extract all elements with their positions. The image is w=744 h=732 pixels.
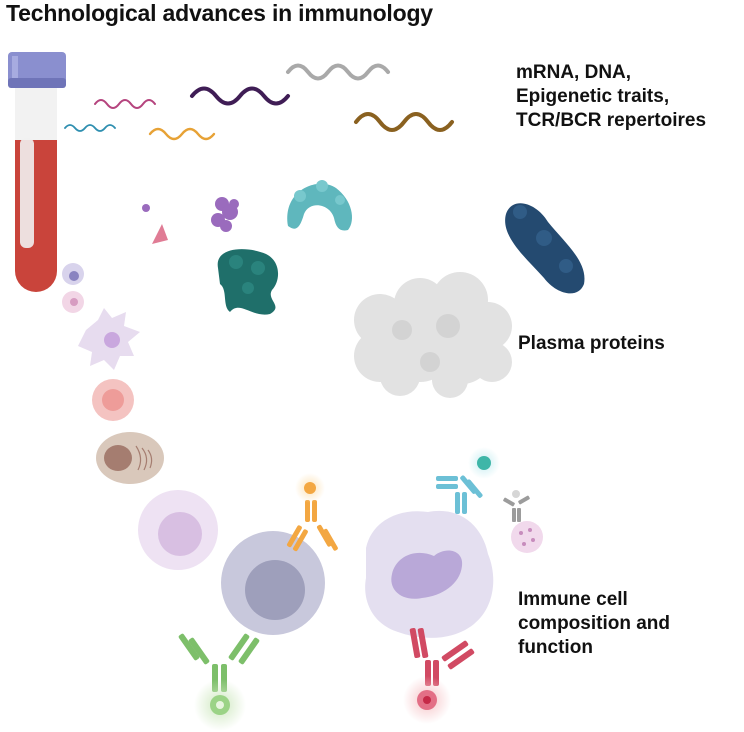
immune-label-line-2: composition and	[518, 613, 670, 634]
antibody-icon	[178, 447, 530, 731]
plasma-proteins-label: Plasma proteins	[518, 333, 665, 354]
genomic-label: mRNA, DNA, Epigenetic traits, TCR/BCR re…	[516, 61, 744, 133]
protein-icon	[142, 180, 585, 398]
genomic-label-line-1: mRNA, DNA,	[516, 62, 632, 83]
blood-tube-icon	[8, 52, 66, 292]
genomic-label-line-2: Epigenetic traits,	[516, 86, 670, 107]
nucleic-acid-strand-icon	[64, 63, 454, 141]
immune-cell-icon	[62, 263, 543, 638]
page-title: Technological advances in immunology	[6, 0, 433, 26]
immune-label-line-1: Immune cell	[518, 589, 628, 610]
immune-cell-label: Immune cell composition and function	[518, 588, 728, 660]
genomic-label-line-3: TCR/BCR repertoires	[516, 110, 707, 131]
immune-label-line-3: function	[518, 637, 593, 658]
